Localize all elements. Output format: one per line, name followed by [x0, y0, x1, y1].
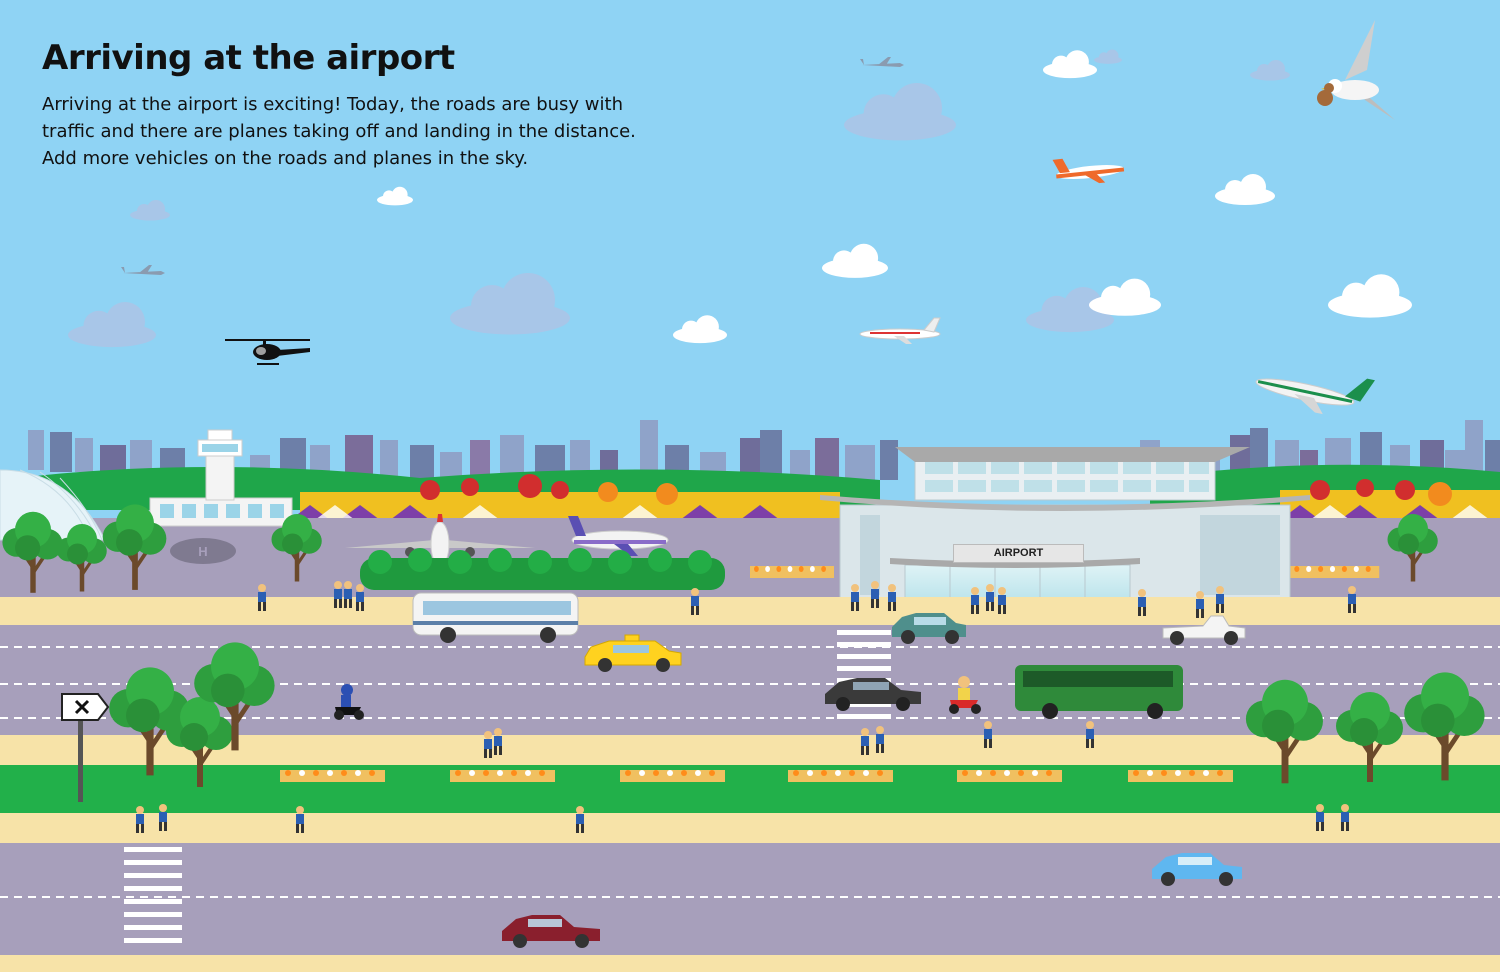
- page-title: Arriving at the airport: [42, 38, 455, 78]
- taxi-icon: [584, 634, 682, 672]
- helicopter-icon: [225, 339, 310, 365]
- airport-sign: AIRPORT: [953, 544, 1084, 563]
- intro-line: Arriving at the airport is exciting! Tod…: [42, 94, 623, 115]
- intro-line: Add more vehicles on the roads and plane…: [42, 148, 529, 169]
- maroon-car-icon: [502, 915, 600, 948]
- lower-road: [0, 843, 1500, 955]
- crossing-lower: [124, 847, 182, 943]
- pavement-bottom: [0, 955, 1500, 972]
- scooter-rider-icon: [334, 684, 364, 720]
- pavement-lower: [0, 813, 1500, 843]
- orange-airliner-icon: [1052, 158, 1125, 184]
- teal-car-icon: [892, 613, 966, 644]
- intro-text: Arriving at the airport is exciting! Tod…: [42, 91, 642, 172]
- seagull-icon: [1317, 20, 1395, 120]
- sky-aircraft: [121, 20, 1395, 415]
- black-car-icon: [825, 678, 921, 711]
- pavement-middle: [0, 735, 1500, 765]
- airport-terminal: [820, 447, 1310, 606]
- vehicles: [334, 592, 1246, 948]
- jet-top-icon: [860, 57, 904, 67]
- helipad: H: [170, 538, 236, 564]
- green-airliner-icon: [1255, 378, 1375, 415]
- pavement-top: [0, 597, 1500, 625]
- vintage-car-icon: [1162, 615, 1246, 645]
- svg-text:H: H: [198, 544, 207, 559]
- intro-line: traffic and there are planes taking off …: [42, 121, 636, 142]
- jet-left-icon: [121, 265, 165, 275]
- blue-car-icon: [1152, 853, 1242, 886]
- road-sign-icon: [61, 693, 110, 802]
- hedge-upper: [360, 548, 1380, 590]
- green-coach-icon: [1015, 665, 1183, 719]
- white-bus-icon: [412, 592, 579, 643]
- grass-median: [0, 765, 1500, 813]
- control-tower: [149, 429, 293, 527]
- red-scooter-icon: [949, 676, 981, 714]
- private-jet-icon: [859, 317, 941, 344]
- hills: [0, 464, 1500, 520]
